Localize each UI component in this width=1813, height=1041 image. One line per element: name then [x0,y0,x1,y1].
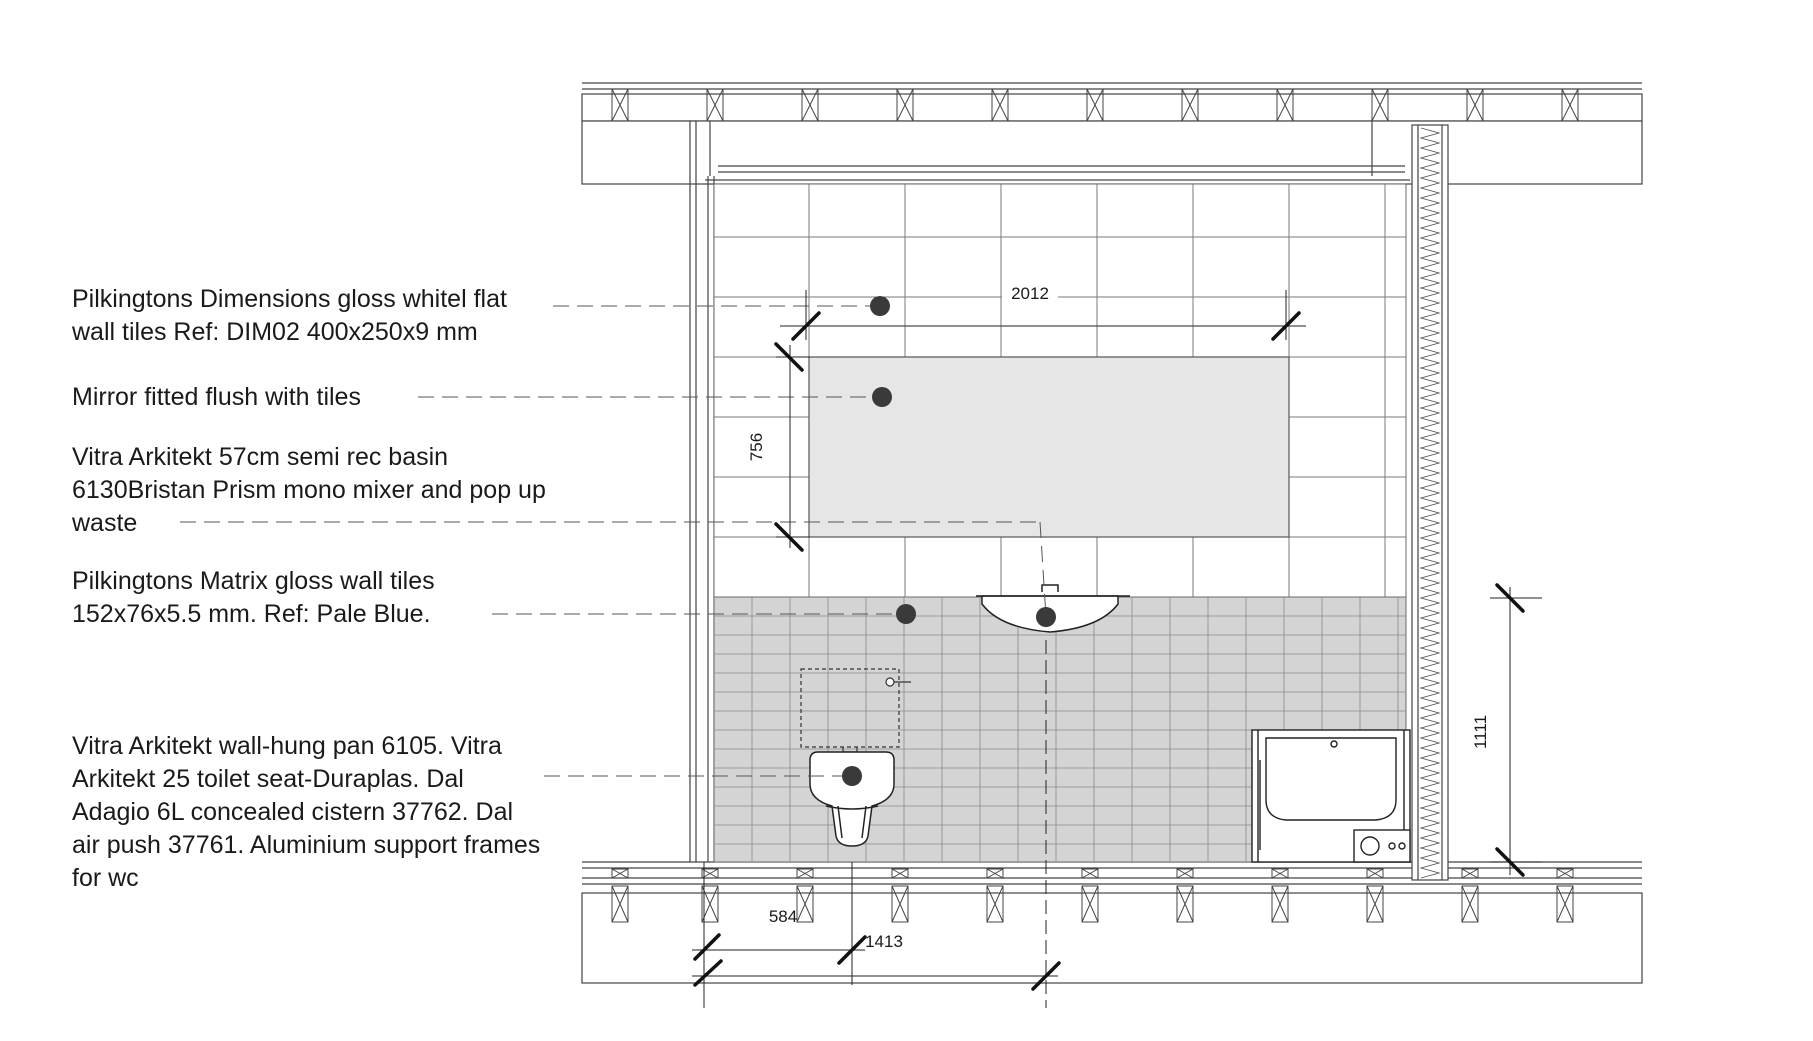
dimension-ticks [693,311,1525,991]
right-wall [1411,124,1449,881]
concealed-cistern [800,668,911,753]
marker-wall-tiles [870,296,890,316]
dimension-mirror-width: 2012 [1011,284,1049,303]
wc-pan [809,751,895,847]
annotation-matrix-tiles: Pilkingtons Matrix gloss wall tiles 152x… [72,565,435,631]
annotation-wc: Vitra Arkitekt wall-hung pan 6105. Vitra… [72,730,540,895]
dimension-wc-offset: 584 [769,907,797,926]
annotation-line: Mirror fitted flush with tiles [72,383,361,411]
ceiling-joists [611,88,1579,122]
annotation-line: wall tiles Ref: DIM02 400x250x9 mm [72,318,478,346]
ceiling-structure [581,82,1643,185]
annotation-line: 152x76x5.5 mm. Ref: Pale Blue. [72,600,431,628]
marker-basin [1036,607,1056,627]
mirror [808,356,1290,538]
annotation-wall-tiles: Pilkingtons Dimensions gloss whitel flat… [72,283,507,349]
annotation-line: waste [72,509,138,537]
annotation-line: Pilkingtons Dimensions gloss whitel flat [72,285,507,313]
annotation-line: for wc [72,864,139,892]
floor-structure [581,861,1643,984]
annotation-markers [842,296,1056,786]
marker-matrix-tiles [896,604,916,624]
annotation-mirror: Mirror fitted flush with tiles [72,381,361,414]
dimension-mirror-height: 756 [747,433,766,461]
left-wall [689,121,715,862]
annotation-line: Pilkingtons Matrix gloss wall tiles [72,567,435,595]
annotation-line: Arkitekt 25 toilet seat-Duraplas. Dal [72,765,464,793]
floor-joists [611,868,1574,923]
annotation-line: Vitra Arkitekt 57cm semi rec basin [72,443,449,471]
annotation-line: 6130Bristan Prism mono mixer and pop up [72,476,546,504]
dimension-basin-offset: 1413 [865,932,903,951]
bath [1251,729,1411,863]
marker-wc [842,766,862,786]
dimension-lines [692,290,1542,1008]
right-wall-insulation [1419,127,1441,879]
annotation-basin: Vitra Arkitekt 57cm semi rec basin 6130B… [72,441,546,540]
dimension-bath-height: 1111 [1471,715,1490,749]
marker-mirror [872,387,892,407]
annotation-line: air push 37761. Aluminium support frames [72,831,541,859]
annotation-line: Adagio 6L concealed cistern 37762. Dal [72,798,514,826]
annotation-line: Vitra Arkitekt wall-hung pan 6105. Vitra [72,732,502,760]
leader-lines [180,305,1047,777]
